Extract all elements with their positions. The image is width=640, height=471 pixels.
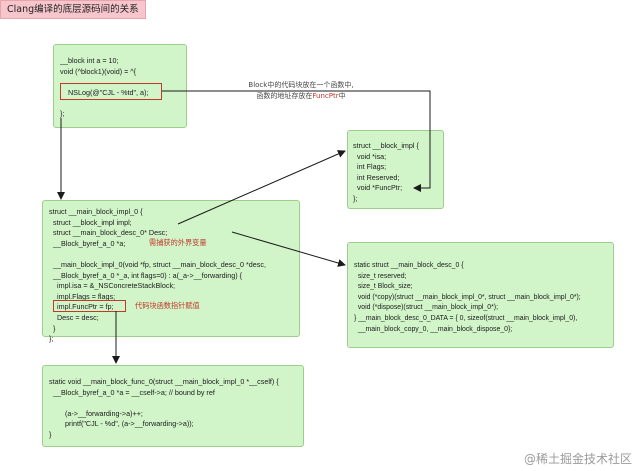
callout-line-1: Block中的代码块放在一个函数中, [248, 81, 354, 89]
block-definition-code: __block int a = 10; void (^block1)(void)… [60, 56, 148, 120]
code-line: Desc = desc; [49, 312, 99, 322]
code-line: void (*dispose)(struct __main_block_impl… [354, 304, 499, 312]
code-line: __main_block_impl_0(void *fp, struct __m… [49, 259, 266, 269]
code-line: static struct __main_block_desc_0 { [354, 262, 464, 269]
code-line: } [49, 429, 52, 439]
code-line: }; [353, 193, 358, 203]
block-definition-box: __block int a = 10; void (^block1)(void)… [53, 44, 187, 128]
code-line: void (*copy)(struct __main_block_impl_0*… [354, 293, 581, 301]
code-line: void (^block1)(void) = ^{ [60, 66, 137, 76]
code-line: impl.isa = &_NSConcreteStackBlock; [49, 281, 176, 291]
code-line: } __main_block_desc_0_DATA = { 0, sizeof… [354, 314, 578, 322]
code-line: __Block_byref_a_0 *a = __cself->a; // bo… [49, 387, 215, 397]
code-line: __Block_byref_a_0 *_a, int flags=0) : a(… [49, 270, 242, 280]
funcptr-callout: Block中的代码块放在一个函数中, 函数的地址存放在FuncPtr中 [226, 80, 376, 102]
code-line: printf("CJL - %d", (a->__forwarding->a))… [49, 419, 194, 429]
code-line: size_t Block_size; [354, 283, 413, 291]
code-line: struct __main_block_impl_0 { [49, 207, 143, 216]
block-desc-box: static struct __main_block_desc_0 { size… [347, 242, 614, 348]
code-line: int Reserved; [353, 172, 400, 182]
block-impl-code: struct __block_impl { void *isa; int Fla… [353, 141, 419, 205]
funcptr-keyword: FuncPtr [312, 92, 339, 100]
code-line: struct __block_impl { [353, 141, 419, 150]
code-line: __block int a = 10; [60, 56, 119, 65]
block-impl-box: struct __block_impl { void *isa; int Fla… [347, 130, 444, 209]
diagram-title: Clang编译的底层源码间的关系 [0, 0, 146, 19]
code-line: NSLog(@"CJL - %td", a); [60, 87, 149, 97]
main-block-impl-code: struct __main_block_impl_0 { struct __bl… [49, 207, 266, 345]
code-line: static void __main_block_func_0(struct _… [49, 377, 279, 386]
callout-text: 中 [338, 92, 346, 100]
code-line: struct __main_block_desc_0* Desc; [49, 228, 168, 238]
code-line: }; [60, 108, 65, 118]
code-line: impl.FuncPtr = fp; [49, 302, 114, 312]
watermark: @稀土掘金技术社区 [523, 452, 632, 466]
nslog-highlight [60, 83, 162, 100]
code-line: int Flags; [353, 162, 387, 172]
code-line: }; [49, 334, 54, 344]
funcptr-assign-note: 代码块函数指针赋值 [135, 301, 200, 310]
funcptr-highlight [53, 300, 126, 312]
code-line: struct __block_impl impl; [49, 217, 132, 227]
captured-variable-note: 需捕获的外界变量 [149, 238, 207, 247]
code-line: void *isa; [353, 151, 387, 161]
callout-line-2: 函数的地址存放在FuncPtr中 [226, 91, 376, 102]
callout-text: 函数的地址存放在 [256, 92, 313, 100]
main-block-impl-box: struct __main_block_impl_0 { struct __bl… [42, 200, 300, 343]
code-line: void *FuncPtr; [353, 183, 403, 193]
block-func-code: static void __main_block_func_0(struct _… [49, 377, 279, 441]
block-desc-code: static struct __main_block_desc_0 { size… [354, 261, 581, 335]
code-line: size_t reserved; [354, 272, 407, 280]
code-line: } [49, 323, 56, 333]
code-line: __Block_byref_a_0 *a; [49, 238, 126, 248]
code-line: (a->__forwarding->a)++; [49, 408, 143, 418]
code-line: impl.Flags = flags; [49, 291, 116, 301]
code-line: __main_block_copy_0, __main_block_dispos… [354, 325, 513, 333]
block-func-box: static void __main_block_func_0(struct _… [42, 365, 304, 447]
